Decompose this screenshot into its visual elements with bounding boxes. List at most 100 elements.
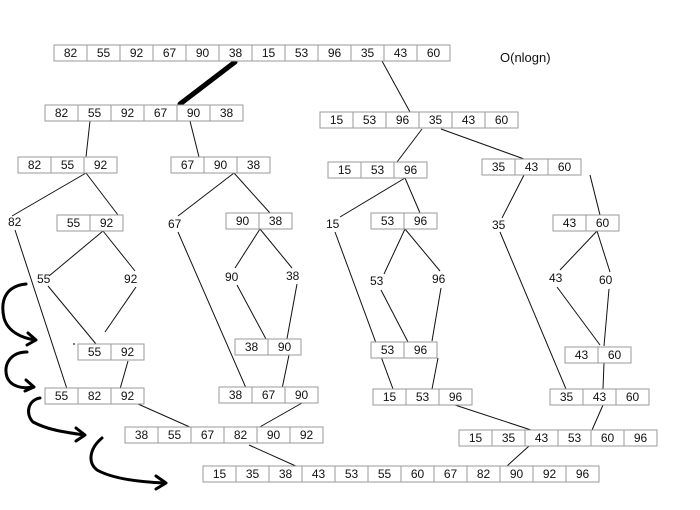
- array-node-s60: 60: [599, 273, 613, 287]
- cell-value: 60: [411, 467, 425, 481]
- cell-value: 92: [300, 428, 314, 442]
- cell-value: 90: [236, 214, 250, 228]
- cell-value: 96: [396, 113, 410, 127]
- cell-value: 90: [187, 106, 201, 120]
- array-cell: [110, 387, 145, 405]
- array-node-s15: 15: [326, 217, 340, 231]
- cell-value: 38: [229, 388, 243, 402]
- array-cell: [110, 343, 145, 361]
- cell-value: 15: [469, 431, 483, 445]
- cell-value: 55: [37, 272, 51, 286]
- array-node-s92: 92: [124, 272, 138, 286]
- array-cell: [393, 161, 428, 179]
- cell-value: 90: [225, 270, 239, 284]
- cell-value: 35: [429, 113, 443, 127]
- arrow-curve: [1, 282, 37, 342]
- cell-value: 53: [416, 390, 430, 404]
- cell-value: 82: [88, 389, 102, 403]
- tree-edge: [85, 120, 91, 158]
- cell-value: 96: [414, 343, 428, 357]
- array-node-s35: 35: [492, 218, 506, 232]
- cell-value: 67: [201, 428, 215, 442]
- tree-edge: [383, 228, 406, 275]
- tree-edge: [177, 172, 235, 217]
- array-cell: [267, 338, 302, 356]
- cell-value: 82: [55, 106, 69, 120]
- cell-value: 38: [245, 340, 259, 354]
- tree-edge: [431, 287, 442, 342]
- array-cell: [289, 426, 324, 444]
- array-cell: [258, 212, 293, 230]
- arrow-head: [23, 378, 36, 393]
- cell-value: 55: [55, 389, 69, 403]
- cell-value: 60: [608, 348, 622, 362]
- cell-value: 67: [444, 467, 458, 481]
- tree-edge: [440, 128, 525, 160]
- tree-edge: [396, 128, 423, 163]
- array-node-s82: 82: [8, 215, 22, 229]
- cell-value: 90: [510, 467, 524, 481]
- cell-value: 96: [576, 467, 590, 481]
- tree-edges: [11, 59, 611, 468]
- annotation-arrows: [1, 282, 168, 491]
- array-cell: [585, 214, 620, 232]
- cell-value: 15: [262, 46, 276, 60]
- tree-edge: [257, 402, 303, 429]
- arrow-curve: [27, 396, 86, 437]
- array-cell: [565, 465, 600, 483]
- cell-value: 96: [328, 46, 342, 60]
- cell-value: 38: [286, 269, 300, 283]
- cell-value: 96: [414, 214, 428, 228]
- cell-value: 38: [229, 46, 243, 60]
- cell-value: 60: [495, 113, 509, 127]
- tree-edge: [501, 174, 525, 219]
- cell-value: 15: [330, 113, 344, 127]
- curved-arrow: [1, 282, 38, 347]
- array-cell: [89, 214, 124, 232]
- cell-value: 35: [246, 467, 260, 481]
- arrow-head: [74, 426, 87, 443]
- arrow-head: [154, 474, 168, 491]
- cell-value: 60: [626, 390, 640, 404]
- tree-edge: [380, 289, 409, 343]
- array-cell: [83, 156, 118, 174]
- cell-value: 90: [278, 340, 292, 354]
- cell-value: 38: [279, 467, 293, 481]
- cell-value: 92: [543, 467, 557, 481]
- cell-value: 60: [427, 46, 441, 60]
- cell-value: 67: [154, 106, 168, 120]
- tree-edge: [177, 231, 247, 389]
- tree-edge: [596, 230, 611, 273]
- cell-value: 43: [394, 46, 408, 60]
- cell-value: 92: [121, 106, 135, 120]
- cell-value: 90: [295, 388, 309, 402]
- cell-value: 15: [338, 163, 352, 177]
- tree-edge: [404, 228, 441, 272]
- stray-dot: [73, 343, 75, 345]
- tree-edge: [119, 360, 129, 390]
- cell-value: 55: [61, 158, 75, 172]
- cell-value: 60: [596, 216, 610, 230]
- cell-value: 82: [64, 46, 78, 60]
- tree-edge: [11, 172, 87, 217]
- cell-value: 53: [371, 163, 385, 177]
- array-cell: [484, 111, 519, 129]
- cell-value: 90: [196, 46, 210, 60]
- cell-value: 96: [432, 272, 446, 286]
- tree-edge: [404, 177, 421, 214]
- tree-edge: [559, 230, 598, 271]
- arrow-curve: [4, 350, 35, 390]
- cell-value: 92: [130, 46, 144, 60]
- cell-value: 55: [97, 46, 111, 60]
- cell-value: 60: [599, 273, 613, 287]
- array-node-s90: 90: [225, 270, 239, 284]
- tree-edge: [602, 362, 605, 390]
- cell-value: 38: [135, 428, 149, 442]
